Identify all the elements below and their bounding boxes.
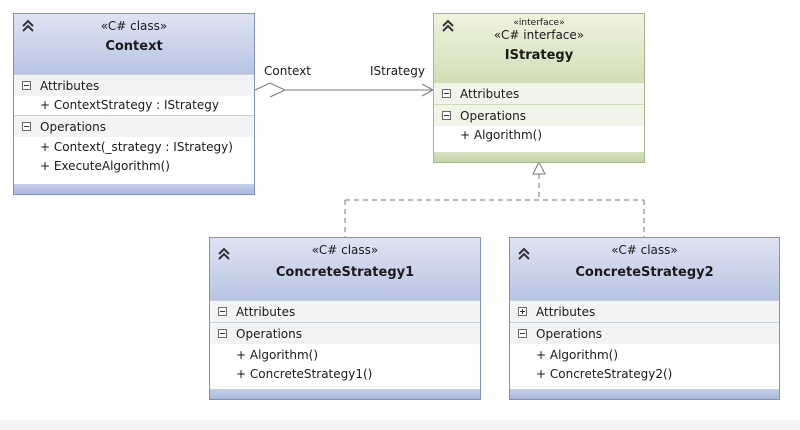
operation-item[interactable]: + ConcreteStrategy2() xyxy=(536,367,673,381)
class-concretestrategy1[interactable]: «C# class» ConcreteStrategy1 Attributes … xyxy=(209,237,481,400)
attributes-list: + ContextStrategy : IStrategy xyxy=(14,96,254,115)
collapse-toggle-icon[interactable] xyxy=(218,307,227,316)
class-stereotype: «C# class» xyxy=(100,19,168,33)
operations-list: + Algorithm() xyxy=(434,126,644,145)
collapse-chevron-icon[interactable] xyxy=(441,19,455,33)
attributes-compartment-header[interactable]: Attributes xyxy=(510,300,779,322)
operations-compartment-header[interactable]: Operations xyxy=(510,322,779,344)
operations-compartment-header[interactable]: Operations xyxy=(210,322,480,344)
class-name: Context xyxy=(105,39,163,54)
association-source-role-label: Context xyxy=(264,64,312,78)
operation-item[interactable]: + Context(_strategy : IStrategy) xyxy=(40,140,233,154)
association-connector[interactable] xyxy=(254,82,435,98)
operations-label: Operations xyxy=(460,109,526,123)
class-header: «C# class» Context xyxy=(14,14,254,74)
collapse-toggle-icon[interactable] xyxy=(218,329,227,338)
class-stereotype: «C# class» xyxy=(611,243,678,257)
interface-stereotype-small: «interface» xyxy=(513,18,565,28)
realization-triangle xyxy=(532,160,546,175)
operations-list: + Algorithm() + ConcreteStrategy1() xyxy=(210,344,480,384)
collapse-toggle-icon[interactable] xyxy=(442,89,451,98)
attributes-label: Attributes xyxy=(40,79,100,93)
class-context[interactable]: «C# class» Context Attributes + ContextS… xyxy=(13,13,255,195)
operations-label: Operations xyxy=(236,327,302,341)
attributes-compartment-header[interactable]: Attributes xyxy=(434,82,644,104)
operation-item[interactable]: + Algorithm() xyxy=(536,348,619,362)
interface-stereotype: «C# interface» xyxy=(493,28,585,42)
collapse-toggle-icon[interactable] xyxy=(518,329,527,338)
attributes-label: Attributes xyxy=(236,305,296,319)
operation-item[interactable]: + ConcreteStrategy1() xyxy=(236,367,373,381)
class-name: ConcreteStrategy1 xyxy=(275,265,415,280)
attributes-label: Attributes xyxy=(460,87,520,101)
operation-item[interactable]: + Algorithm() xyxy=(460,128,543,142)
class-name: ConcreteStrategy2 xyxy=(575,265,714,280)
operation-item[interactable]: + Algorithm() xyxy=(236,348,319,362)
collapse-toggle-icon[interactable] xyxy=(22,81,31,90)
operations-list: + Algorithm() + ConcreteStrategy2() xyxy=(510,344,779,384)
class-stereotype: «C# class» xyxy=(311,243,379,257)
attributes-label: Attributes xyxy=(536,305,596,319)
interface-header: «interface» «C# interface» IStrategy xyxy=(434,14,644,82)
interface-footer-bar xyxy=(434,152,644,162)
attributes-compartment-header[interactable]: Attributes xyxy=(210,300,480,322)
collapse-toggle-icon[interactable] xyxy=(22,122,31,131)
class-header: «C# class» ConcreteStrategy1 xyxy=(210,238,480,300)
association-target-role-label: IStrategy xyxy=(370,64,425,78)
operation-item[interactable]: + ExecuteAlgorithm() xyxy=(40,159,170,173)
operations-list: + Context(_strategy : IStrategy) + Execu… xyxy=(14,137,254,176)
class-concretestrategy2[interactable]: «C# class» ConcreteStrategy2 Attributes … xyxy=(509,237,780,400)
attributes-compartment-header[interactable]: Attributes xyxy=(14,74,254,96)
operations-compartment-header[interactable]: Operations xyxy=(434,104,644,126)
realization-connector[interactable] xyxy=(344,160,645,237)
collapse-chevron-icon[interactable] xyxy=(517,247,531,261)
interface-name: IStrategy xyxy=(504,48,574,63)
class-footer-bar xyxy=(210,389,480,399)
collapse-chevron-icon[interactable] xyxy=(217,247,231,261)
operations-label: Operations xyxy=(536,327,602,341)
operations-compartment-header[interactable]: Operations xyxy=(14,115,254,137)
attribute-item[interactable]: + ContextStrategy : IStrategy xyxy=(40,98,219,112)
operations-label: Operations xyxy=(40,120,106,134)
interface-istrategy[interactable]: «interface» «C# interface» IStrategy Att… xyxy=(433,13,645,163)
class-header: «C# class» ConcreteStrategy2 xyxy=(510,238,779,300)
canvas-footer-strip xyxy=(0,420,800,430)
class-footer-bar xyxy=(510,389,779,399)
collapse-toggle-icon[interactable] xyxy=(442,111,451,120)
aggregation-diamond xyxy=(254,82,287,98)
collapse-chevron-icon[interactable] xyxy=(21,19,35,33)
expand-toggle-icon[interactable] xyxy=(518,307,527,316)
class-footer-bar xyxy=(14,184,254,194)
